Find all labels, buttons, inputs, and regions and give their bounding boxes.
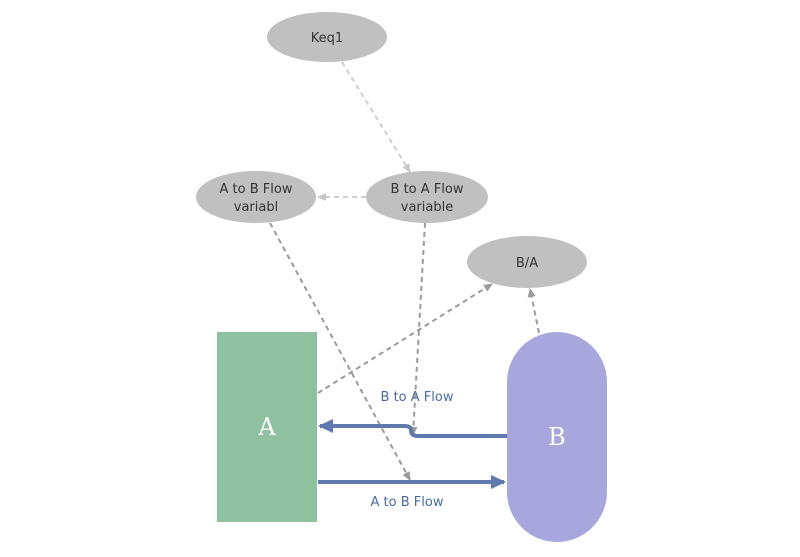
stock-b-label: B xyxy=(548,423,566,451)
variable-b-to-a-flow-label: B to A Flow xyxy=(391,182,464,197)
variable-keq1[interactable] xyxy=(267,12,387,62)
variable-b-to-a-flow-label-2: variable xyxy=(401,200,453,215)
stock-a[interactable] xyxy=(217,332,317,522)
variable-ba-label: B/A xyxy=(516,256,538,271)
link-a-to-ba xyxy=(317,283,493,394)
flow-a-to-b-label: A to B Flow xyxy=(371,495,444,510)
variable-a-to-b-flow-label-2: variabl xyxy=(234,200,278,215)
flow-b-to-a-label: B to A Flow xyxy=(381,390,454,405)
variable-a-to-b-flow-label: A to B Flow xyxy=(220,182,293,197)
stock-b[interactable] xyxy=(507,332,607,542)
link-keq1-to-b-to-a-variable xyxy=(341,61,411,173)
variable-b-to-a-flow[interactable] xyxy=(366,171,488,223)
link-b-to-ba xyxy=(527,288,540,334)
stock-a-label: A xyxy=(257,413,276,441)
variable-keq1-label: Keq1 xyxy=(311,31,343,46)
variable-a-to-b-flow[interactable] xyxy=(196,171,316,223)
variable-ba[interactable] xyxy=(467,236,587,288)
flow-b-to-a-arrow[interactable] xyxy=(318,419,507,438)
link-a-to-b-variable-to-a-to-b-flow xyxy=(269,222,411,481)
